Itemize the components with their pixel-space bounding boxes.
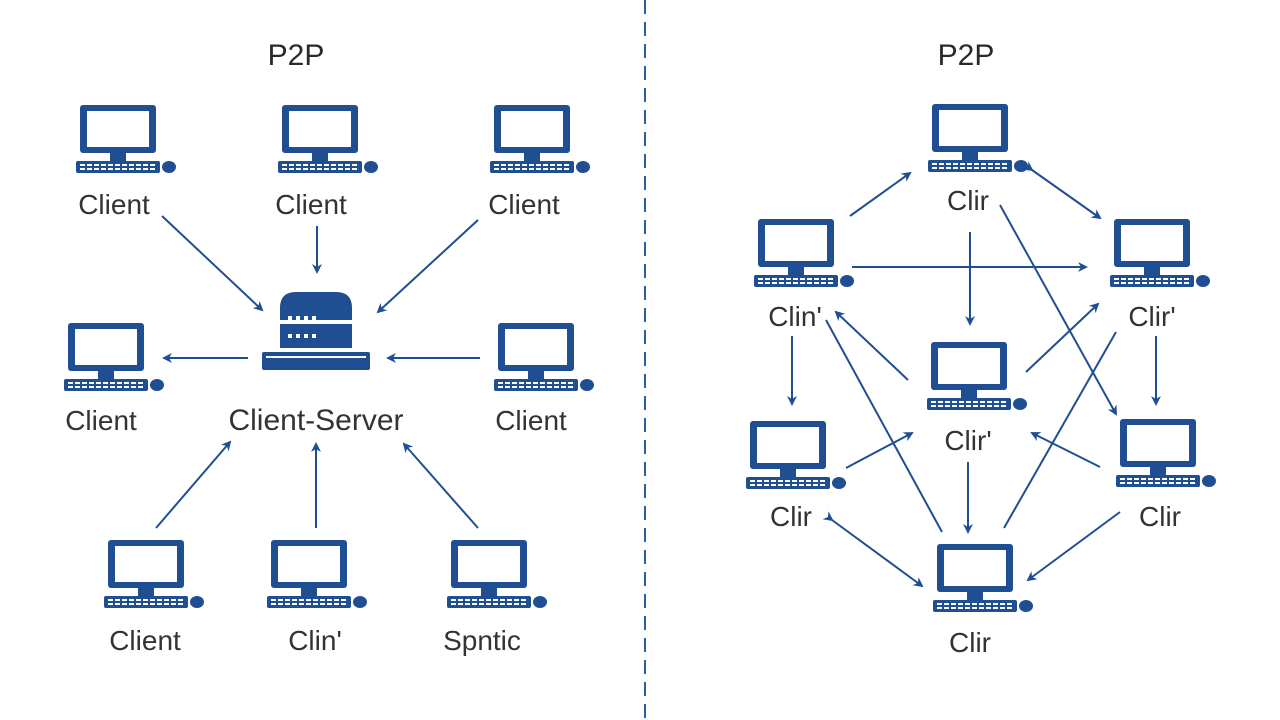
right-node-upper-right-label: Clir' — [1128, 301, 1175, 332]
right-edges — [787, 161, 1161, 588]
right-node-lower-left: Clir — [746, 421, 846, 532]
left-node-3-label: Client — [488, 189, 560, 220]
left-node-1-label: Client — [78, 189, 150, 220]
computer-icon — [104, 540, 204, 608]
edge-r1 — [849, 171, 912, 217]
right-node-lower-left-label: Clir — [770, 501, 812, 532]
right-node-center-label: Clir' — [944, 425, 991, 456]
left-node-7: Clin' — [267, 540, 367, 656]
computer-icon — [933, 544, 1033, 612]
edge-r5 — [999, 204, 1117, 416]
computer-icon — [494, 323, 594, 391]
edge-r13 — [1003, 331, 1117, 529]
computer-icon — [447, 540, 547, 608]
computer-icon — [278, 105, 378, 173]
edge-r12 — [825, 319, 943, 533]
computer-icon — [754, 219, 854, 287]
edge-client8-server — [402, 442, 479, 529]
left-node-5-label: Client — [495, 405, 567, 436]
computer-icon — [1116, 419, 1216, 487]
edge-r6 — [834, 310, 909, 381]
left-node-7-label: Clin' — [288, 625, 342, 656]
left-node-6-label: Client — [109, 625, 181, 656]
right-node-top: Clir — [928, 104, 1028, 216]
left-node-6: Client — [104, 540, 204, 656]
left-node-2-label: Client — [275, 189, 347, 220]
edge-r7 — [1025, 302, 1100, 373]
edge-r16 — [1026, 511, 1121, 582]
computer-icon — [76, 105, 176, 173]
edge-r10 — [845, 432, 914, 469]
edge-client1-server — [161, 215, 264, 312]
edge-client6-server — [155, 440, 232, 529]
computer-icon — [1110, 219, 1210, 287]
left-node-4-label: Client — [65, 405, 137, 436]
edge-r11 — [1030, 432, 1101, 468]
right-panel-title: P2P — [938, 39, 995, 72]
computer-icon — [927, 342, 1027, 410]
computer-icon — [928, 104, 1028, 172]
server-label: Client-Server — [228, 404, 403, 437]
server-icon — [262, 292, 370, 370]
left-edges — [155, 215, 480, 529]
computer-icon — [64, 323, 164, 391]
left-node-2: Client — [275, 105, 378, 220]
computer-icon — [746, 421, 846, 489]
left-node-1: Client — [76, 105, 176, 220]
computer-icon — [267, 540, 367, 608]
computer-icon — [490, 105, 590, 173]
right-node-lower-right-label: Clir — [1139, 501, 1181, 532]
edge-client3-server — [376, 219, 479, 314]
left-node-4: Client — [64, 323, 164, 436]
left-panel-title: P2P — [268, 39, 325, 72]
right-node-upper-left: Clin' — [754, 219, 854, 332]
edge-r2 — [1022, 161, 1102, 220]
left-node-5: Client — [494, 323, 594, 436]
left-node-8-label: Spntic — [443, 625, 521, 656]
right-node-top-label: Clir — [947, 185, 989, 216]
left-node-8: Spntic — [443, 540, 547, 656]
right-node-upper-right: Clir' — [1110, 219, 1210, 332]
right-node-bottom-label: Clir — [949, 627, 991, 658]
right-node-upper-left-label: Clin' — [768, 301, 822, 332]
right-node-lower-right: Clir — [1116, 419, 1216, 532]
left-node-3: Client — [488, 105, 590, 220]
edge-r15 — [822, 511, 924, 588]
right-node-center: Clir' — [927, 342, 1027, 456]
right-node-bottom: Clir — [933, 544, 1033, 658]
